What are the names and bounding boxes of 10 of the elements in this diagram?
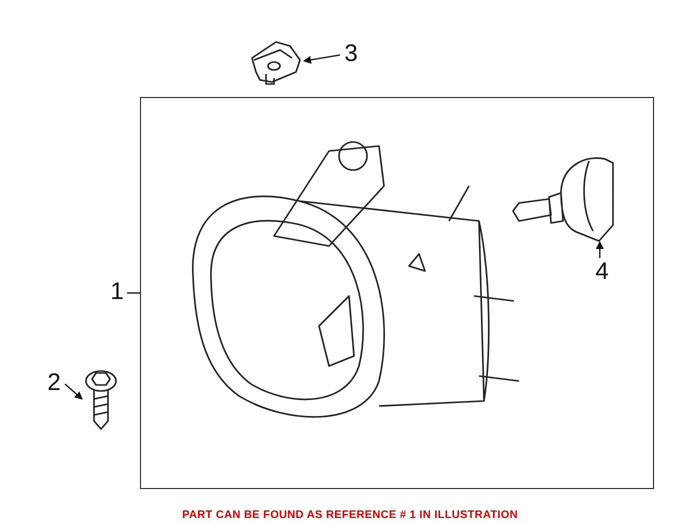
callout-number: 2 bbox=[43, 370, 65, 398]
part-frame bbox=[140, 97, 654, 489]
arrow bbox=[303, 54, 340, 64]
leader-line bbox=[127, 292, 140, 294]
note-text: PART CAN BE FOUND AS REFERENCE # 1 IN ILLUSTRATION bbox=[182, 509, 518, 521]
arrow bbox=[596, 241, 604, 258]
callout-number: 3 bbox=[340, 41, 362, 69]
callout-number: 4 bbox=[591, 259, 613, 287]
callout-number: 1 bbox=[107, 279, 127, 307]
arrow bbox=[64, 384, 83, 400]
